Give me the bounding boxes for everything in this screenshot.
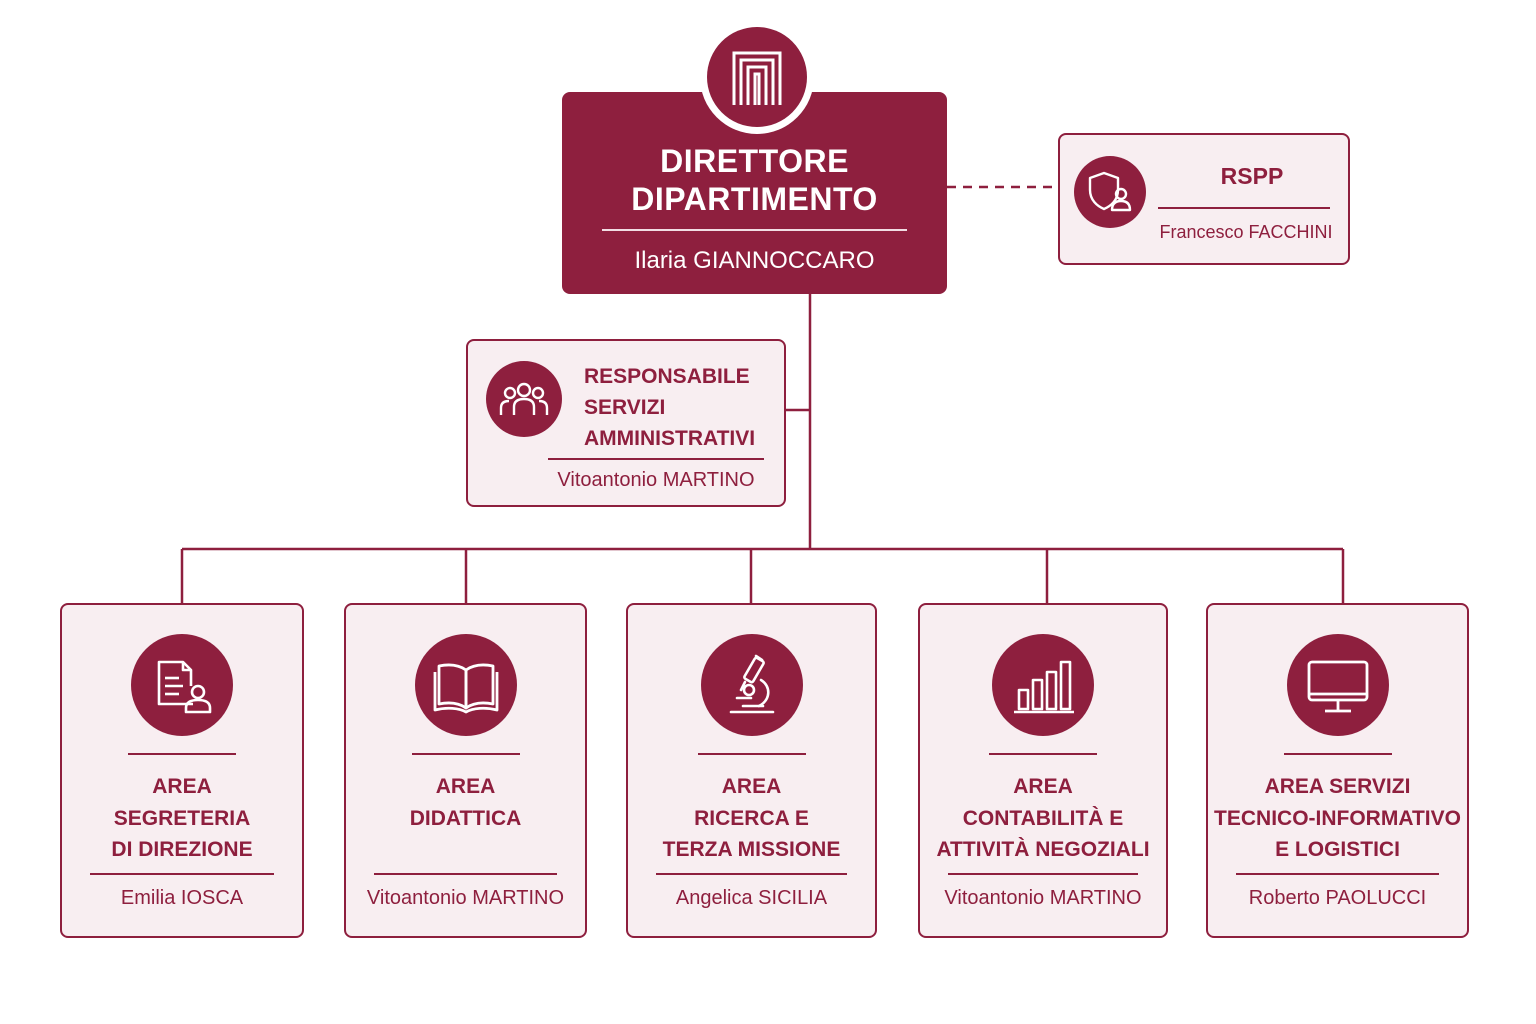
area-top-divider (411, 753, 520, 755)
area-title-line2: TECNICO-INFORMATIVO (1214, 806, 1461, 830)
responsabile-divider (548, 458, 764, 460)
rspp-box: RSPP Francesco FACCHINI (1058, 133, 1350, 265)
area-title-line2: CONTABILITÀ E (962, 806, 1124, 830)
bar-chart-icon (992, 634, 1094, 736)
area-top-divider (128, 753, 236, 755)
director-divider (602, 229, 907, 231)
area-bottom-divider (948, 873, 1138, 875)
area-bottom-divider (1236, 873, 1439, 875)
monitor-icon (1286, 634, 1389, 736)
area-title-line1: AREA (1013, 775, 1073, 798)
area-ricerca-box: AREA RICERCA E TERZA MISSIONE Angelica S… (626, 603, 877, 938)
responsabile-title-line3: AMMINISTRATIVI (584, 427, 756, 450)
director-title-line2: DIPARTIMENTO (631, 181, 878, 217)
area-title-line1: AREA (721, 775, 782, 798)
responsabile-name: Vitoantonio MARTINO (557, 469, 755, 491)
director-badge (700, 20, 814, 134)
microscope-icon (700, 634, 803, 736)
rspp-divider (1158, 207, 1330, 209)
area-title-line2: SEGRETERIA (113, 806, 251, 830)
area-title-line3: TERZA MISSIONE (662, 838, 841, 861)
area-title: AREA CONTABILITÀ E ATTIVITÀ NEGOZIALI (920, 771, 1166, 866)
area-bottom-divider (90, 873, 274, 875)
area-title: AREA SEGRETERIA DI DIREZIONE (62, 771, 302, 866)
area-title: AREA SERVIZI TECNICO-INFORMATIVO E LOGIS… (1208, 771, 1467, 866)
responsabile-box: RESPONSABILE SERVIZI AMMINISTRATIVI Vito… (466, 339, 786, 507)
area-title-line1: AREA (435, 775, 496, 798)
area-manager-name: Roberto PAOLUCCI (1248, 887, 1427, 909)
area-manager-name: Emilia IOSCA (120, 887, 244, 909)
area-title-line2: DIDATTICA (409, 806, 522, 830)
area-manager-name: Vitoantonio MARTINO (366, 887, 565, 909)
area-bottom-divider (656, 873, 847, 875)
document-user-icon (131, 634, 233, 736)
director-title-line1: DIRETTORE (660, 143, 849, 179)
building-columns-icon (707, 27, 807, 127)
area-manager-name: Angelica SICILIA (675, 887, 828, 909)
area-top-divider (989, 753, 1097, 755)
area-bottom-divider (374, 873, 557, 875)
area-title-line3: DI DIREZIONE (111, 838, 253, 861)
director-title: DIRETTORE DIPARTIMENTO (562, 142, 947, 218)
area-manager-name: Vitoantonio MARTINO (944, 887, 1142, 909)
open-book-icon (414, 634, 517, 736)
responsabile-title-line1: RESPONSABILE (584, 365, 750, 388)
area-title: AREA DIDATTICA (346, 771, 585, 834)
area-title-line1: AREA SERVIZI (1264, 775, 1411, 798)
area-title: AREA RICERCA E TERZA MISSIONE (628, 771, 875, 866)
area-top-divider (697, 753, 806, 755)
area-servizi-tecnici-box: AREA SERVIZI TECNICO-INFORMATIVO E LOGIS… (1206, 603, 1469, 938)
area-segreteria-box: AREA SEGRETERIA DI DIREZIONE Emilia IOSC… (60, 603, 304, 938)
area-title-line1: AREA (152, 775, 212, 798)
area-title-line3: E LOGISTICI (1275, 838, 1400, 861)
people-group-icon (486, 361, 562, 437)
director-name: Ilaria GIANNOCCARO (634, 247, 875, 274)
area-top-divider (1283, 753, 1392, 755)
area-contabilita-box: AREA CONTABILITÀ E ATTIVITÀ NEGOZIALI Vi… (918, 603, 1168, 938)
rspp-title: RSPP (1220, 163, 1284, 189)
rspp-name: Francesco FACCHINI (1159, 222, 1333, 242)
area-title-line2: RICERCA E (694, 806, 809, 830)
shield-user-icon (1074, 156, 1146, 228)
responsabile-title-line2: SERVIZI (584, 396, 666, 419)
responsabile-title: RESPONSABILE SERVIZI AMMINISTRATIVI (584, 361, 755, 454)
area-title-line3: ATTIVITÀ NEGOZIALI (936, 838, 1150, 861)
area-didattica-box: AREA DIDATTICA Vitoantonio MARTINO (344, 603, 587, 938)
